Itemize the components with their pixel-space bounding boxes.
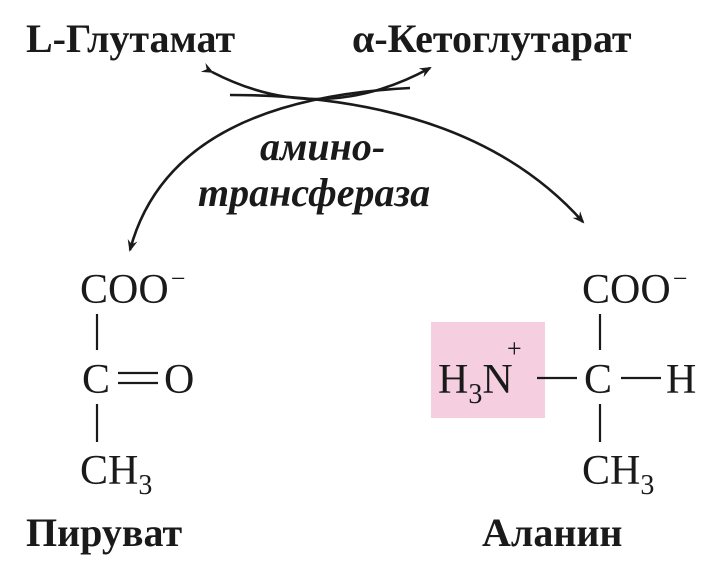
pyruvate-coo: COO− xyxy=(80,264,185,313)
alanine-negative-charge: − xyxy=(673,264,688,293)
arrow-to-alanine xyxy=(229,93,585,224)
amino-group-highlight xyxy=(431,322,545,418)
alpha-ketoglutarate-label: α-Кетоглутарат xyxy=(352,16,632,61)
pyruvate-oxygen: O xyxy=(164,357,194,403)
arrow-to-pyruvate xyxy=(127,86,411,252)
alanine-alpha-carbon: C xyxy=(584,357,612,403)
alanine-label: Аланин xyxy=(482,510,622,555)
enzyme-line2: трансфераза xyxy=(198,170,430,215)
alanine-coo: COO− xyxy=(582,264,687,313)
ketoglutarate-text: -Кетоглутарат xyxy=(374,16,632,61)
pyruvate-label: Пируват xyxy=(26,510,182,555)
pyruvate-structure: COO− C O CH3 xyxy=(80,264,194,501)
alanine-hydrogen: H xyxy=(666,357,696,403)
alanine-methyl: CH3 xyxy=(582,448,654,501)
pyruvate-carbon: C xyxy=(82,357,110,403)
pyruvate-methyl: CH3 xyxy=(80,448,152,501)
nitrogen-atom: N xyxy=(482,357,512,403)
l-glutamate-label: L-Глутамат xyxy=(26,16,235,61)
pyruvate-negative-charge: − xyxy=(171,264,186,293)
alanine-structure: COO− H3N + C H CH3 xyxy=(438,264,696,501)
nitrogen-positive-charge: + xyxy=(507,334,522,363)
alpha-symbol: α xyxy=(352,16,374,61)
enzyme-line1: амино- xyxy=(260,124,385,169)
amino-group: H3N xyxy=(438,357,513,410)
